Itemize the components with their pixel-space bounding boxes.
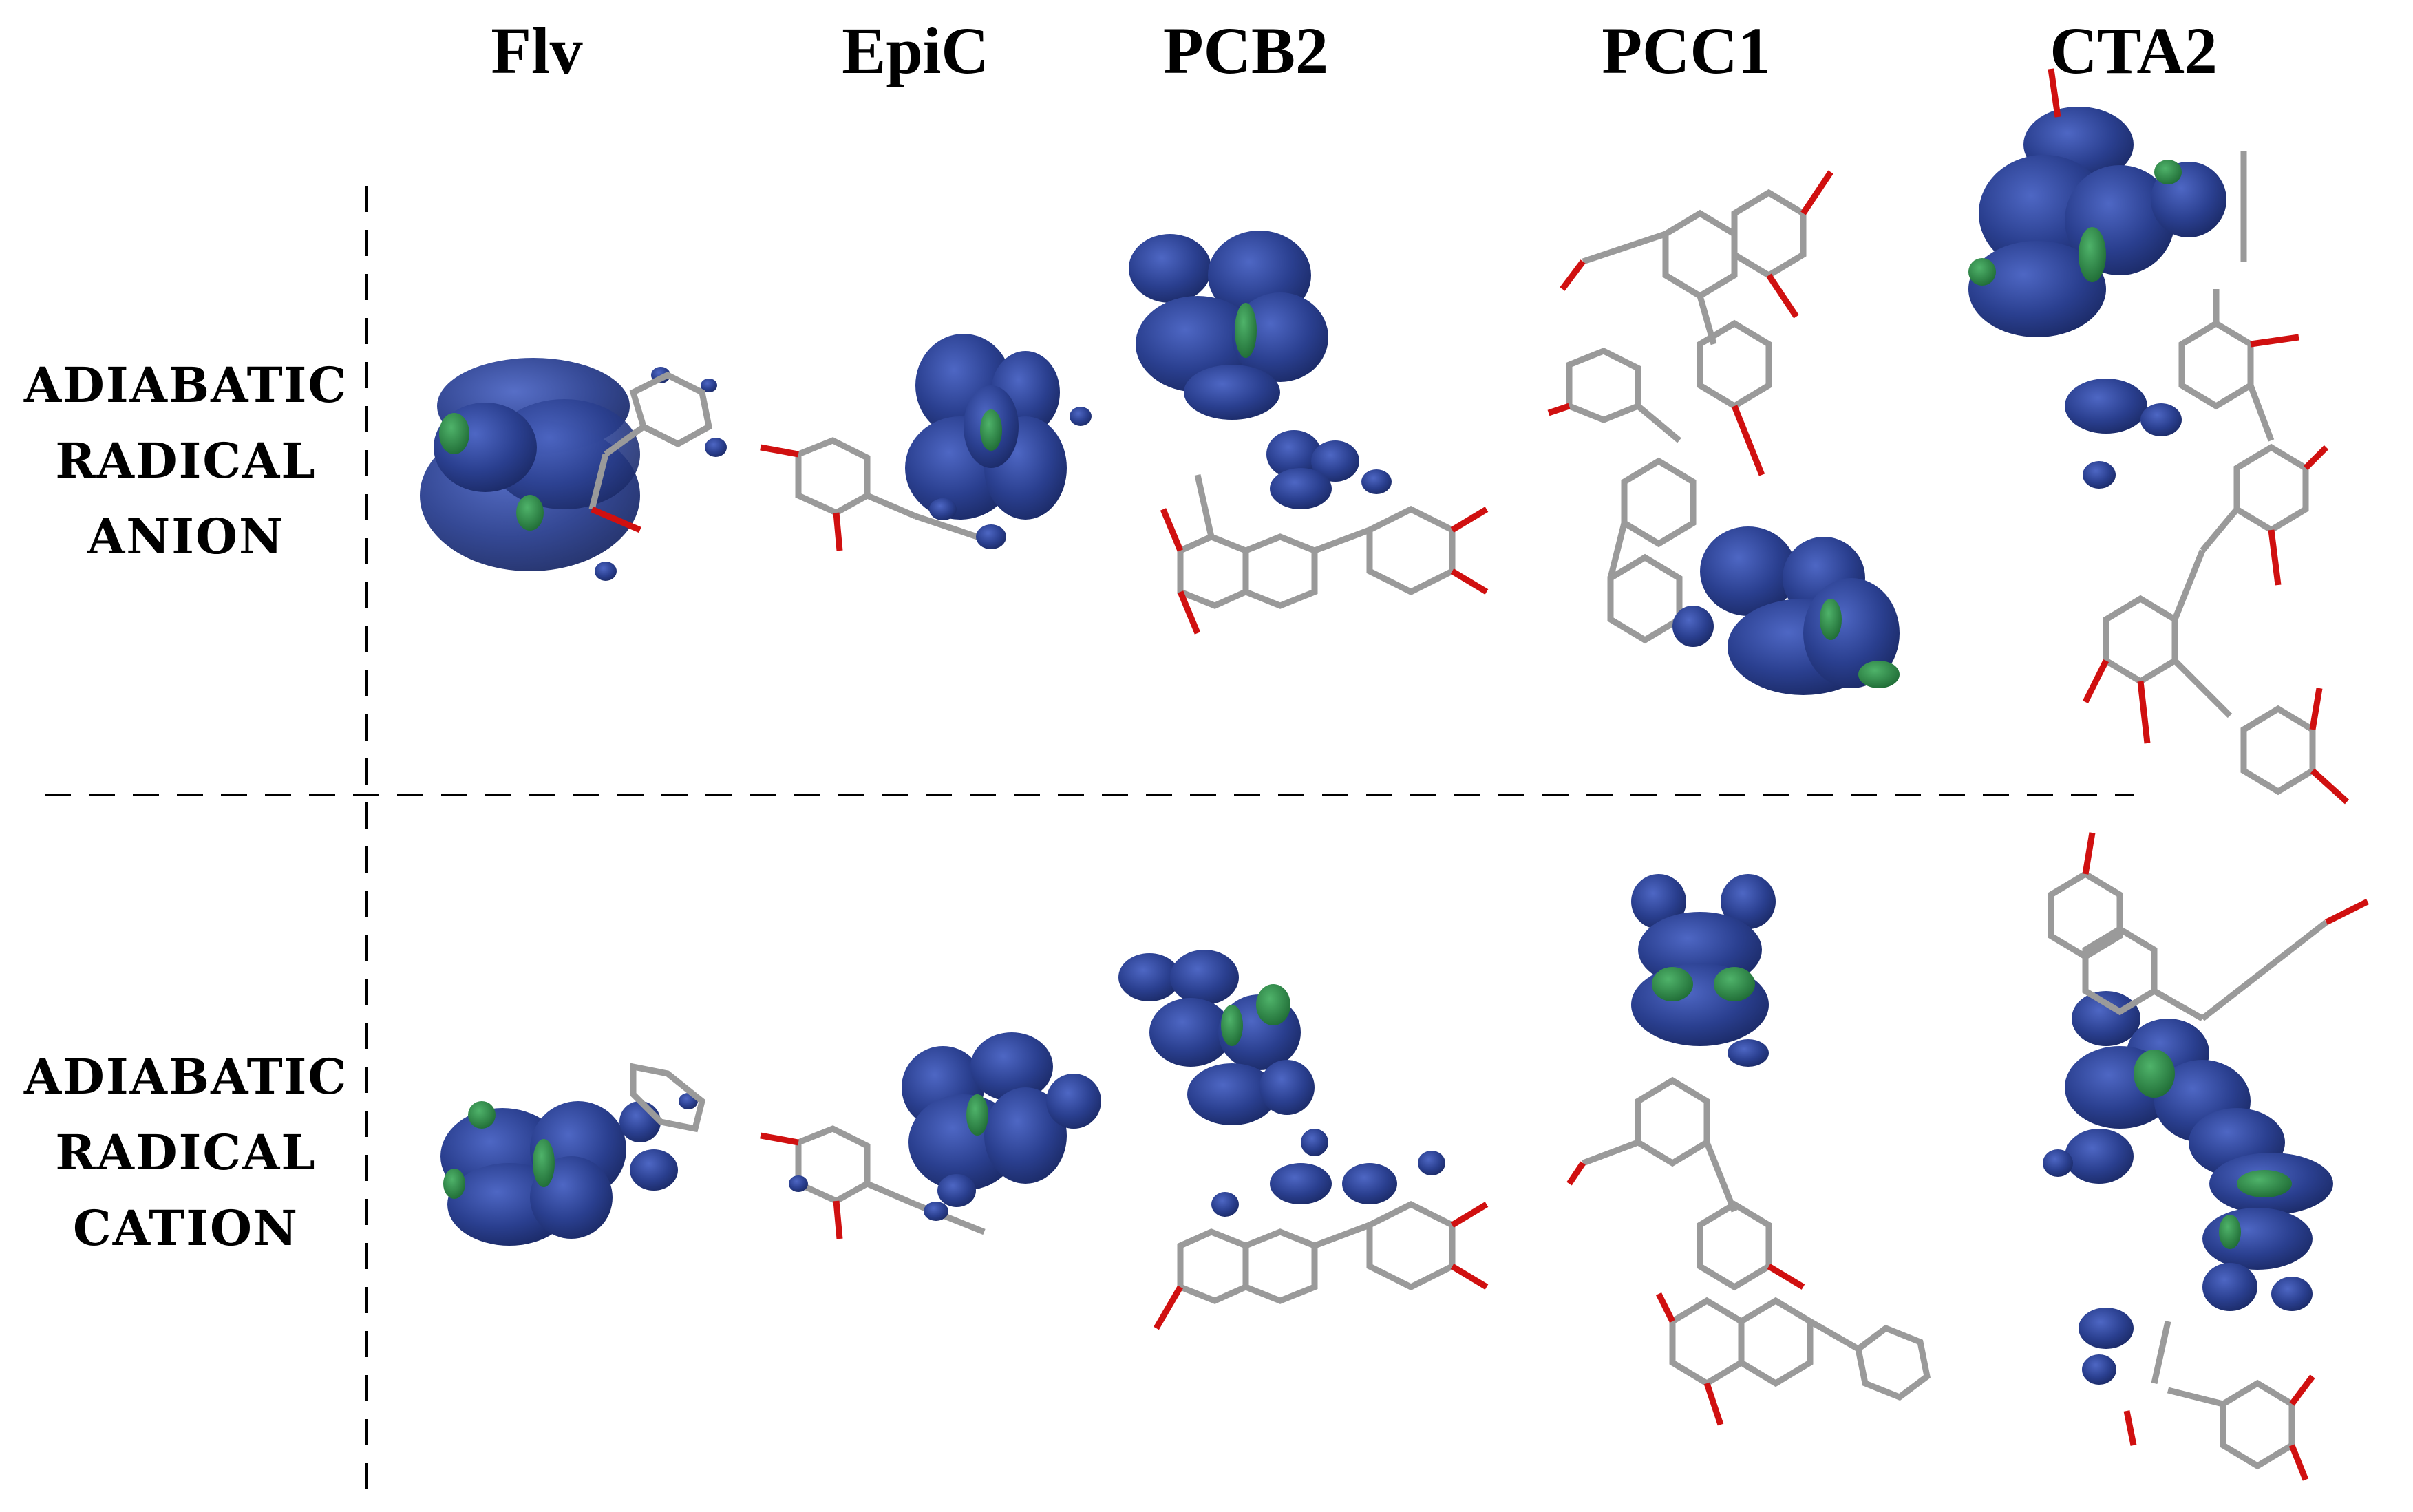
pcc1-cation-orbital: [1566, 874, 1931, 1426]
flv-cation-orbital: [440, 1063, 706, 1246]
flv-anion-orbital: [420, 358, 727, 581]
column-header-flv: Flv: [491, 14, 583, 87]
column-header-pcc1: PCC1: [1602, 14, 1771, 87]
row-label-line: ANION: [87, 508, 284, 565]
epic-anion-orbital: [760, 334, 1092, 551]
column-header-cta2: CTA2: [2050, 14, 2218, 87]
pcb2-anion-orbital: [1129, 231, 1489, 635]
pcb2-cation-orbital: [1118, 950, 1489, 1330]
row-label-radical-cation: ADIABATIC RADICAL CATION: [0, 1039, 372, 1266]
epic-cation-orbital: [760, 1032, 1101, 1239]
column-header-epic: EpiC: [842, 14, 989, 87]
pcc1-anion-orbital: [1547, 170, 1900, 695]
row-label-line: RADICAL: [55, 432, 317, 489]
cta2-cation-orbital: [2043, 832, 2370, 1481]
row-label-line: RADICAL: [55, 1124, 317, 1181]
row-label-radical-anion: ADIABATIC RADICAL ANION: [0, 348, 372, 575]
row-label-line: CATION: [73, 1200, 299, 1257]
column-header-pcb2: PCB2: [1163, 14, 1328, 87]
cta2-anion-orbital: [1968, 68, 2350, 805]
row-label-line: ADIABATIC: [23, 356, 348, 414]
row-label-line: ADIABATIC: [23, 1048, 348, 1105]
